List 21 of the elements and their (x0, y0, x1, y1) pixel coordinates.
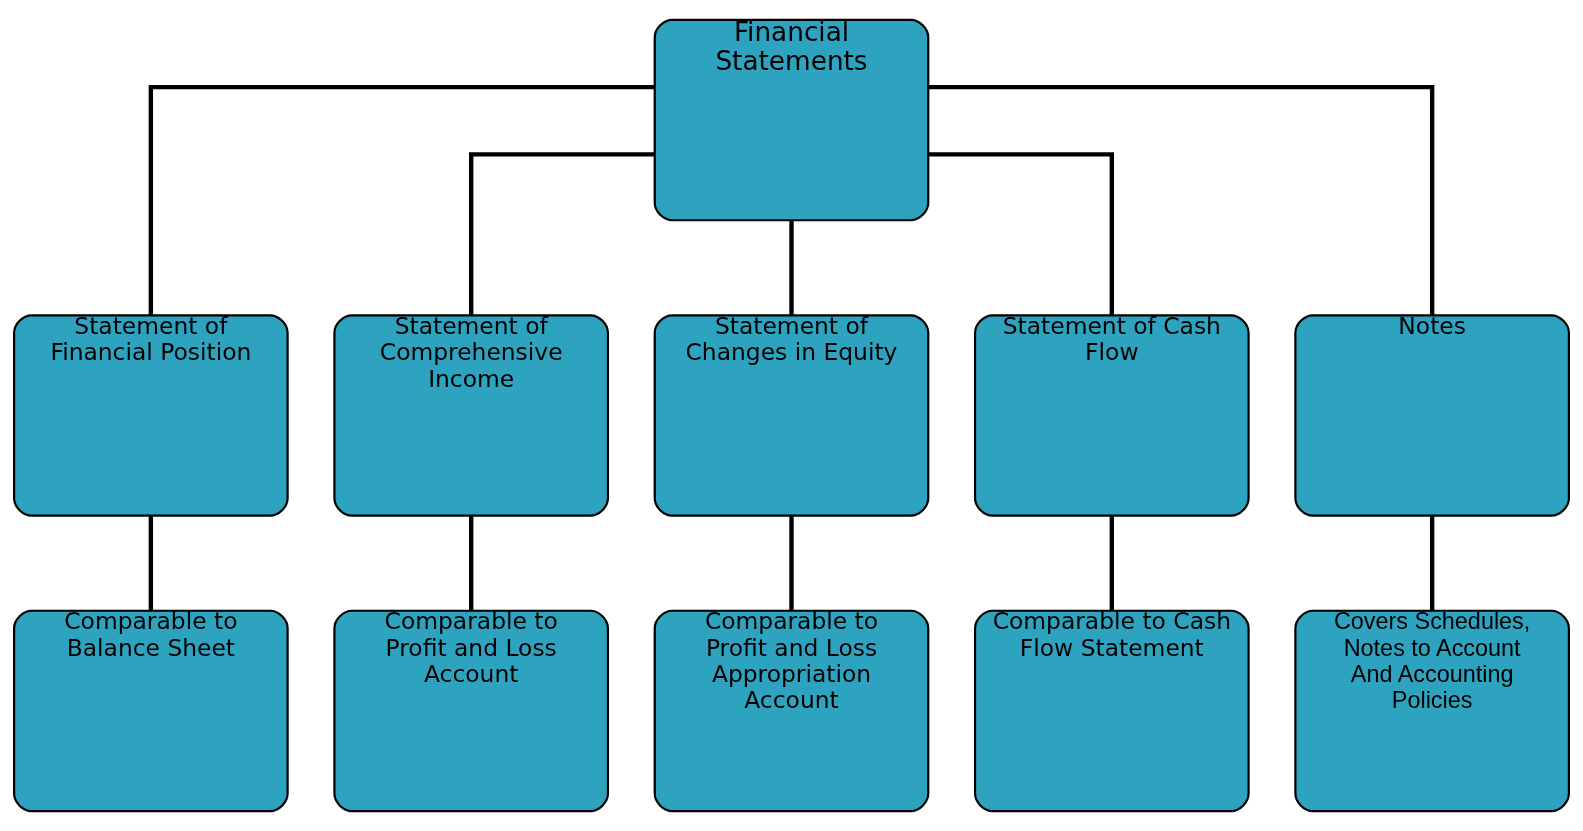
node-box: Comparable to Profit and Loss Account (333, 609, 610, 813)
connector (469, 152, 655, 316)
connector (928, 152, 1114, 316)
connector (928, 84, 1435, 316)
node-box: Comparable to Profit and Loss Appropriation Account (653, 609, 930, 813)
connector (148, 84, 655, 316)
connector (789, 220, 794, 315)
node-box: Statement of Financial Position (13, 314, 289, 517)
node-box: Statement of Comprehensive Income (333, 314, 610, 517)
node-box: Financial Statements (653, 18, 930, 222)
connector (789, 515, 794, 611)
node-box: Comparable to Balance Sheet (13, 609, 289, 813)
connector (469, 515, 474, 611)
connector (1109, 515, 1114, 611)
node-box: Statement of Changes in Equity (653, 314, 930, 517)
node-box: Covers Schedules, Notes to Account And Accounting Policies (1294, 609, 1570, 813)
node-box: Statement of Cash Flow (973, 314, 1250, 517)
node-box: Notes (1294, 314, 1570, 517)
connector (148, 515, 154, 611)
connector (1429, 515, 1435, 611)
node-box: Comparable to Cash Flow Statement (973, 609, 1250, 813)
